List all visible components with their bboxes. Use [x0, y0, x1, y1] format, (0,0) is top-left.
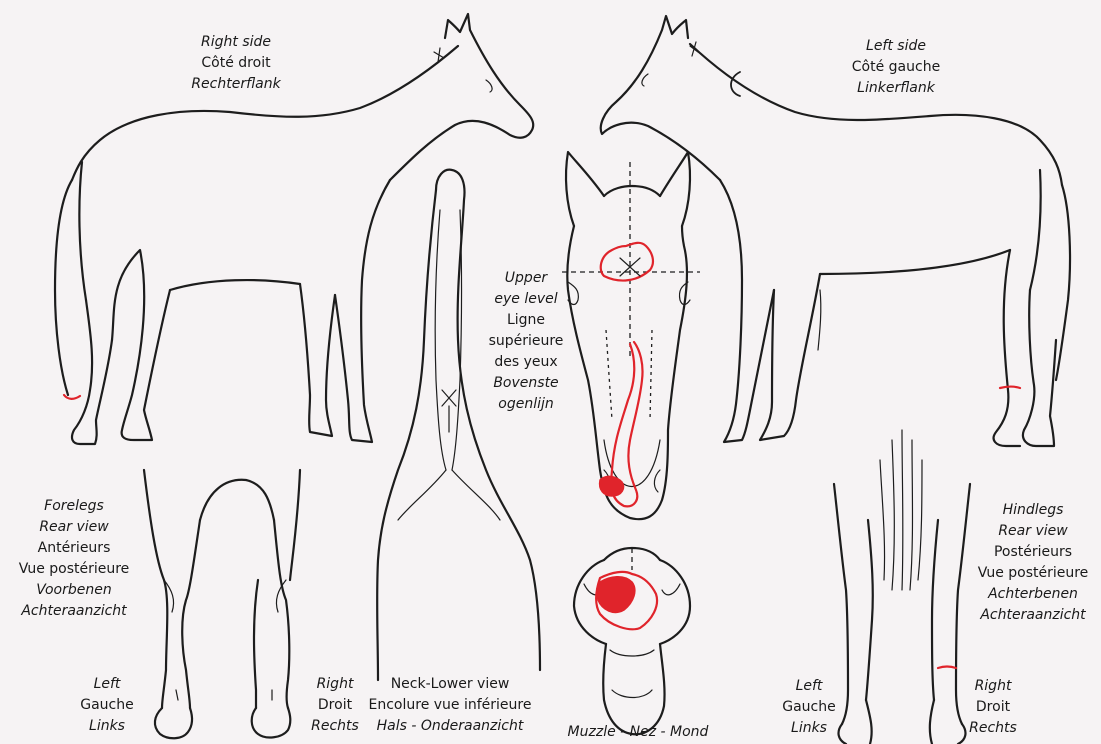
hindlegs-left-nl: Links — [774, 718, 844, 739]
head-star-marking — [601, 243, 653, 281]
hindlegs-label-fr2: Vue postérieure — [968, 563, 1098, 584]
hindlegs-label-nl1: Achterbenen — [968, 584, 1098, 605]
upper-eye-level-fr2: supérieure — [476, 331, 576, 352]
hindlegs-left-label: Left Gauche Links — [774, 676, 844, 739]
hindlegs-right-label: Right Droit Rechts — [958, 676, 1028, 739]
hindlegs-label-en2: Rear view — [968, 521, 1098, 542]
hindlegs-left-fr: Gauche — [774, 697, 844, 718]
forelegs-label-fr2: Vue postérieure — [4, 559, 144, 580]
left-side-label-en: Left side — [836, 36, 956, 57]
forelegs-label-nl1: Voorbenen — [4, 580, 144, 601]
muzzle-label: Muzzle - Nez - Mond — [556, 722, 720, 743]
right-hind-rear-view-marking — [938, 667, 956, 669]
right-side-label-en: Right side — [176, 32, 296, 53]
right-hind-leg-marking — [64, 395, 80, 399]
forelegs-left-en: Left — [72, 674, 142, 695]
left-side-label-fr: Côté gauche — [836, 57, 956, 78]
right-side-label-nl: Rechterflank — [176, 74, 296, 95]
upper-eye-level-en2: eye level — [476, 289, 576, 310]
neck-lower-view-label: Neck-Lower view Encolure vue inférieure … — [360, 674, 540, 737]
forelegs-rear-view-outline — [144, 470, 300, 738]
forelegs-label: Forelegs Rear view Antérieurs Vue postér… — [4, 496, 144, 622]
upper-eye-level-en1: Upper — [476, 268, 576, 289]
forelegs-label-en1: Forelegs — [4, 496, 144, 517]
forelegs-label-en2: Rear view — [4, 517, 144, 538]
hindlegs-label-fr1: Postérieurs — [968, 542, 1098, 563]
forelegs-label-nl2: Achteraanzicht — [4, 601, 144, 622]
head-stripe-marking — [600, 342, 643, 506]
hindlegs-label: Hindlegs Rear view Postérieurs Vue posté… — [968, 500, 1098, 626]
neck-label-en: Neck-Lower view — [360, 674, 540, 695]
neck-lower-view-outline — [377, 170, 540, 680]
hindlegs-right-en: Right — [958, 676, 1028, 697]
muzzle-label-text: Muzzle - Nez - Mond — [556, 722, 720, 743]
muzzle-snip-marking — [596, 572, 657, 629]
head-front-view-outline — [562, 152, 700, 519]
forelegs-label-fr1: Antérieurs — [4, 538, 144, 559]
neck-label-fr: Encolure vue inférieure — [360, 695, 540, 716]
upper-eye-level-nl2: ogenlijn — [476, 394, 576, 415]
right-side-label-fr: Côté droit — [176, 53, 296, 74]
neck-label-nl: Hals - Onderaanzicht — [360, 716, 540, 737]
upper-eye-level-label: Upper eye level Ligne supérieure des yeu… — [476, 268, 576, 415]
hindlegs-label-nl2: Achteraanzicht — [968, 605, 1098, 626]
right-side-label: Right side Côté droit Rechterflank — [176, 32, 296, 95]
left-side-label: Left side Côté gauche Linkerflank — [836, 36, 956, 99]
forelegs-left-nl: Links — [72, 716, 142, 737]
neck-label-nl-a: Hals - — [377, 718, 421, 734]
hindlegs-left-en: Left — [774, 676, 844, 697]
left-hind-leg-marking — [1000, 387, 1020, 389]
hindlegs-right-fr: Droit — [958, 697, 1028, 718]
muzzle-view-outline — [574, 548, 690, 734]
left-side-label-nl: Linkerflank — [836, 78, 956, 99]
upper-eye-level-nl1: Bovenste — [476, 373, 576, 394]
forelegs-left-fr: Gauche — [72, 695, 142, 716]
neck-label-nl-b: Onderaanzicht — [421, 718, 523, 734]
hindlegs-right-nl: Rechts — [958, 718, 1028, 739]
hindlegs-label-en1: Hindlegs — [968, 500, 1098, 521]
hindlegs-rear-view-outline — [834, 430, 970, 744]
forelegs-left-label: Left Gauche Links — [72, 674, 142, 737]
upper-eye-level-fr1: Ligne — [476, 310, 576, 331]
upper-eye-level-fr3: des yeux — [476, 352, 576, 373]
